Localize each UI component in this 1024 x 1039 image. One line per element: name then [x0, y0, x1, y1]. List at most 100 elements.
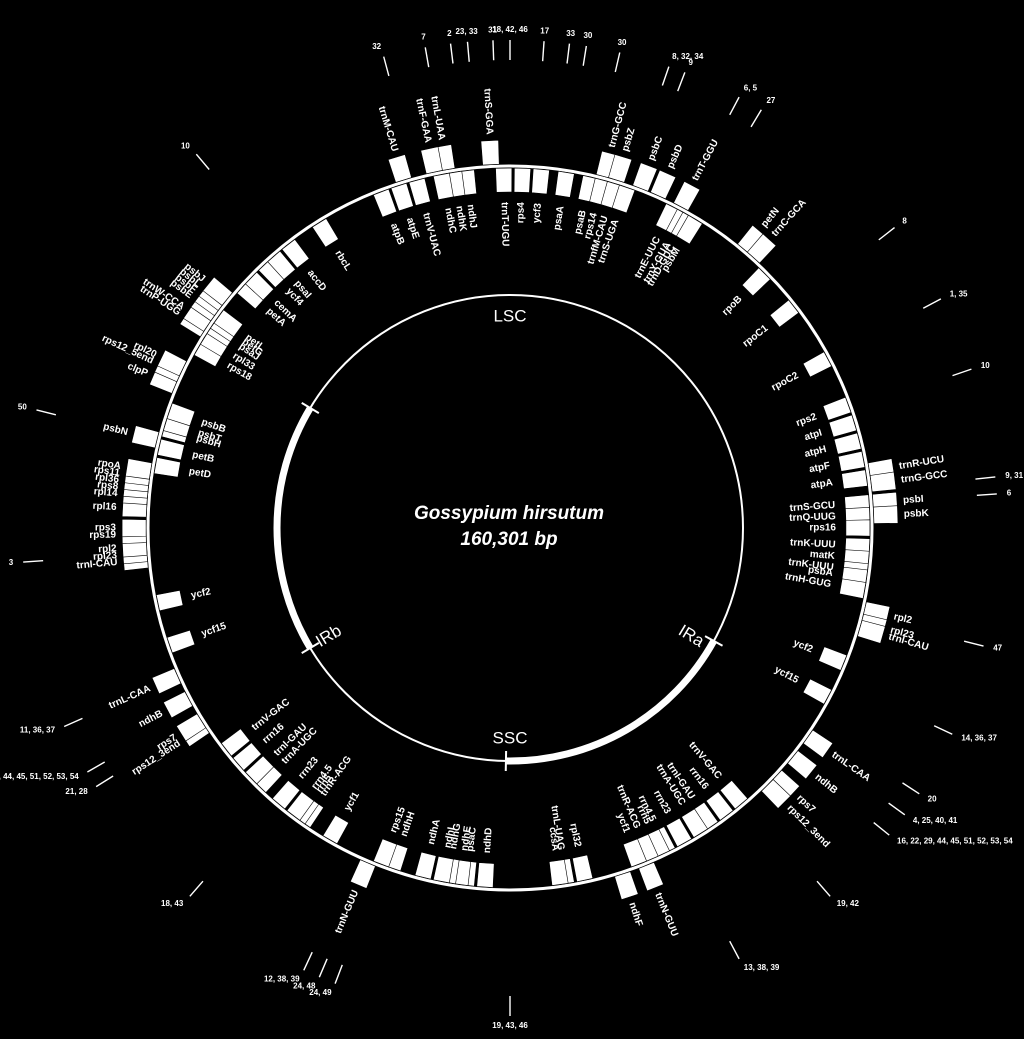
gene-label: rpoA — [97, 457, 122, 472]
marker-tick — [976, 493, 997, 497]
marker-tick — [195, 153, 210, 170]
gene-block — [202, 276, 233, 306]
marker-label: 18, 43 — [161, 899, 184, 908]
marker-label: 2 — [447, 29, 452, 38]
marker-label: 10 — [981, 361, 990, 370]
gene-label: ccsA — [546, 826, 560, 851]
gene-label: psaC — [465, 827, 479, 853]
marker-tick — [582, 45, 588, 66]
marker-label: 18, 42, 46 — [492, 25, 528, 34]
gene-label: ycf3 — [531, 202, 544, 223]
marker-tick — [614, 52, 621, 73]
gene-label: ycf2 — [190, 586, 212, 601]
marker-label: 30 — [583, 31, 592, 40]
gene-label: rpl2 — [98, 543, 117, 555]
marker-tick — [23, 559, 44, 563]
marker-tick — [449, 43, 454, 64]
marker-tick — [87, 761, 106, 773]
gene-block — [572, 854, 594, 883]
gene-label: psaA — [552, 205, 567, 231]
gene-block — [166, 629, 196, 654]
gene-block — [286, 791, 315, 821]
gene-block — [513, 167, 532, 193]
gene-block — [818, 646, 848, 671]
gene-label: trnN-GUU — [652, 891, 679, 938]
gene-label: atpF — [808, 461, 831, 476]
gene-block — [322, 814, 350, 845]
gene-block — [408, 177, 431, 206]
gene-block — [632, 162, 658, 192]
gene-block — [414, 851, 437, 880]
marker-tick — [95, 775, 114, 788]
gene-label: rps3 — [95, 523, 117, 534]
gene-label: trnS-GGA — [481, 88, 494, 135]
gene-label: atpH — [803, 444, 827, 460]
gene-label: ndhB — [137, 708, 165, 730]
gene-block — [673, 180, 701, 211]
gene-ring — [146, 164, 874, 892]
marker-label: 15, 26, 40, 41, 44, 45, 51, 52, 53, 54 — [0, 772, 79, 781]
marker-label: 3 — [9, 558, 14, 567]
gene-label: rpl2 — [893, 611, 914, 626]
marker-tick — [383, 56, 390, 77]
marker-tick — [492, 40, 495, 61]
irb-arc — [273, 406, 314, 650]
marker-tick — [878, 227, 895, 241]
gene-block — [837, 450, 866, 472]
gene-block — [390, 182, 414, 212]
marker-label: 32 — [372, 42, 381, 51]
gene-label: ndhG — [448, 822, 463, 850]
marker-label: 30 — [618, 38, 627, 47]
region-label: LSC — [493, 306, 526, 325]
gene-block — [681, 808, 709, 838]
gene-block — [387, 154, 412, 183]
gene-block — [157, 438, 185, 461]
gene-label: psbC — [646, 135, 665, 162]
gene-label: trnT-GGU — [690, 138, 721, 183]
region-boundary — [704, 635, 724, 647]
gene-label: trnS-GCU — [789, 500, 835, 514]
gene-block — [802, 351, 833, 378]
gene-block — [245, 271, 275, 301]
marker-label: 13, 38, 39 — [744, 963, 780, 972]
marker-label: 33 — [566, 29, 575, 38]
marker-tick — [677, 72, 686, 92]
marker-label: 14, 36, 37 — [961, 734, 997, 743]
gene-block — [220, 728, 251, 757]
marker-label: 27 — [766, 96, 775, 105]
marker-tick — [661, 66, 670, 86]
marker-label: 8 — [902, 217, 907, 226]
marker-label: 6, 5 — [744, 83, 758, 92]
marker-tick — [424, 47, 430, 68]
gene-label: rps11 — [93, 464, 121, 479]
gene-label: ndhD — [482, 827, 495, 853]
gene-block — [839, 578, 867, 599]
gene-block — [638, 861, 664, 892]
gene-label: psbI — [903, 494, 924, 506]
gene-block — [531, 168, 550, 195]
gene-label: ndhK — [453, 205, 468, 233]
gene-block — [741, 267, 771, 297]
gene-label: ndhB — [813, 772, 840, 797]
gene-block — [857, 620, 886, 644]
gene-label: atpB — [388, 222, 406, 247]
gene-block — [787, 750, 818, 780]
region-label: SSC — [493, 728, 528, 747]
marker-label: 16, 22, 29, 44, 45, 51, 52, 53, 54 — [897, 837, 1013, 846]
marker-tick — [318, 958, 328, 978]
marker-tick — [750, 109, 762, 128]
region-boundary — [301, 641, 320, 655]
gene-label: ndhF — [626, 901, 644, 928]
gene-label: rpoC2 — [770, 370, 801, 393]
marker-label: 8, 32, 34 — [672, 52, 704, 61]
marker-tick — [189, 880, 204, 897]
gene-label: rpl32 — [567, 822, 583, 848]
genome-size: 160,301 bp — [460, 529, 557, 550]
gene-label: ndhC — [442, 207, 458, 234]
gene-block — [828, 414, 857, 438]
marker-label: 4, 25, 40, 41 — [913, 816, 958, 825]
marker-label: 6 — [1007, 488, 1012, 497]
marker-tick — [933, 725, 953, 735]
marker-label: 7 — [421, 33, 426, 42]
